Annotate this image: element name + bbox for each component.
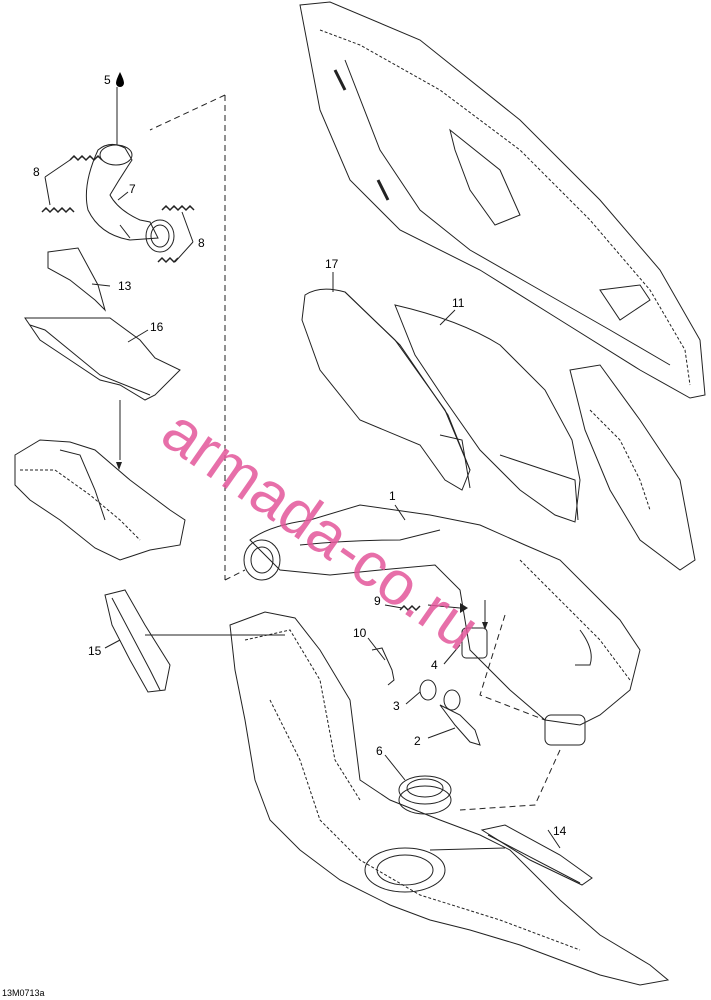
part-6-ring — [398, 775, 452, 815]
callout-7: 7 — [129, 182, 136, 196]
chassis-tunnel — [229, 611, 670, 986]
callout-11: 11 — [452, 296, 465, 310]
callout-15: 15 — [88, 644, 102, 658]
callout-9: 9 — [374, 594, 381, 608]
part-11-heat-shield — [394, 304, 581, 523]
part-3-grommet — [419, 679, 461, 711]
part-7-hose — [85, 144, 175, 253]
lower-left-frame — [14, 439, 186, 561]
callout-14: 14 — [553, 824, 567, 838]
callout-16: 16 — [150, 320, 164, 334]
callout-8: 8 — [198, 236, 205, 250]
side-panel-right — [569, 364, 696, 571]
part-14-shield — [480, 824, 593, 886]
callout-17: 17 — [325, 257, 339, 271]
guide-lines — [149, 94, 561, 811]
oil-drop-icon — [116, 72, 124, 87]
leader-lines — [44, 87, 561, 851]
part-16-heat-shield — [24, 317, 181, 401]
part-9-spring — [399, 604, 421, 612]
figure-code: 13M0713a — [2, 988, 45, 998]
callout-8: 8 — [33, 165, 40, 179]
part-4-bracket — [461, 627, 488, 659]
part-8-springs — [41, 154, 195, 264]
body-panel — [299, 1, 706, 399]
callout-2: 2 — [414, 734, 421, 748]
callout-5: 5 — [104, 73, 111, 87]
part-15-shield — [104, 589, 171, 693]
arrow-heads — [116, 462, 488, 630]
callout-labels: 5 7 8 8 13 16 17 11 1 15 9 10 4 3 2 6 14 — [33, 73, 567, 838]
callout-6: 6 — [376, 744, 383, 758]
callout-1: 1 — [389, 489, 396, 503]
callout-13: 13 — [118, 279, 132, 293]
part-1-muffler — [243, 504, 641, 746]
part-13-shield — [47, 247, 106, 312]
callout-3: 3 — [393, 699, 400, 713]
part-2-clip — [439, 704, 481, 746]
part-17-heat-shield — [301, 288, 471, 491]
part-10-bracket — [371, 647, 395, 686]
callout-4: 4 — [431, 658, 438, 672]
callout-10: 10 — [353, 626, 367, 640]
